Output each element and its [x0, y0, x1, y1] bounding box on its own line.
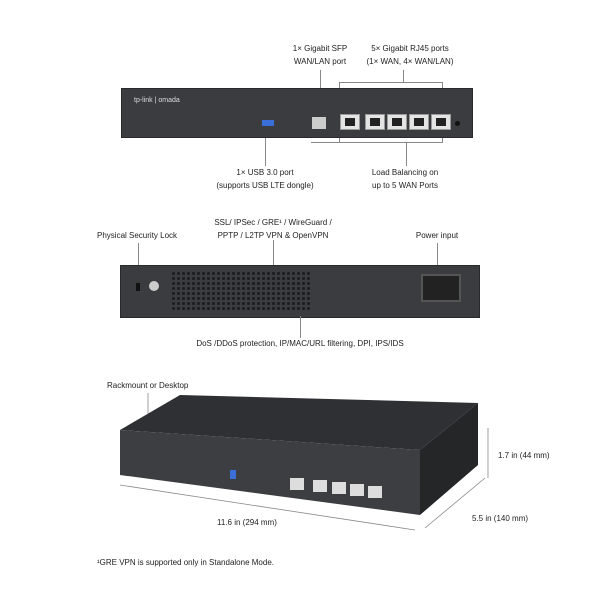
- leader-line: [403, 70, 404, 82]
- leader-line: [273, 240, 274, 270]
- footnote: ¹GRE VPN is supported only in Standalone…: [97, 558, 274, 567]
- vent-grille: [171, 271, 311, 312]
- usb-port: [230, 470, 236, 479]
- leader-line: [265, 130, 266, 166]
- device-top-face: [120, 395, 478, 450]
- rj45-port-5: [431, 114, 451, 130]
- security-lock-slot: [136, 283, 140, 291]
- ground-screw-icon: [149, 281, 159, 291]
- device-side-face: [420, 403, 478, 515]
- usb-port: [262, 120, 274, 126]
- bracket-line: [311, 142, 443, 143]
- rj45-port: [368, 486, 382, 498]
- rear-panel: [120, 265, 480, 318]
- front-panel: tp-link | omada: [121, 88, 473, 138]
- rj45-port: [350, 484, 364, 496]
- leader-line: [138, 243, 139, 283]
- rj45-port-2: [365, 114, 385, 130]
- rj45-port-3: [387, 114, 407, 130]
- rj45-port: [313, 480, 327, 492]
- rj45-port: [332, 482, 346, 494]
- height-dimension: 1.7 in (44 mm): [498, 451, 550, 460]
- vpn-label: SSL/ IPSec / GRE¹ / WireGuard /PPTP / L2…: [214, 218, 332, 240]
- form-factor-label: Rackmount or Desktop: [107, 381, 189, 390]
- power-label: Power input: [415, 231, 459, 240]
- rj45-port-4: [409, 114, 429, 130]
- security-features-label: DoS /DDoS protection, IP/MAC/URL filteri…: [196, 339, 404, 348]
- rj45-port-1: [340, 114, 360, 130]
- leader-line: [300, 316, 301, 338]
- leader-line: [437, 243, 438, 275]
- brand-logo: tp-link | omada: [134, 97, 180, 104]
- rj45-label: 5× Gigabit RJ45 ports(1× WAN, 4× WAN/LAN…: [366, 44, 454, 66]
- power-socket: [421, 274, 461, 302]
- usb-label: 1× USB 3.0 port(supports USB LTE dongle): [216, 168, 314, 190]
- bracket-line: [339, 82, 442, 83]
- width-dimension: 11.6 in (294 mm): [217, 518, 277, 527]
- depth-dimension: 5.5 in (140 mm): [472, 514, 529, 523]
- sfp-port: [312, 117, 326, 129]
- depth-dimension-line: [424, 477, 486, 529]
- rj45-port: [290, 478, 304, 490]
- leader-line: [406, 142, 407, 166]
- width-dimension-line: [119, 484, 416, 531]
- reset-button: [455, 121, 460, 126]
- lock-label: Physical Security Lock: [97, 231, 178, 240]
